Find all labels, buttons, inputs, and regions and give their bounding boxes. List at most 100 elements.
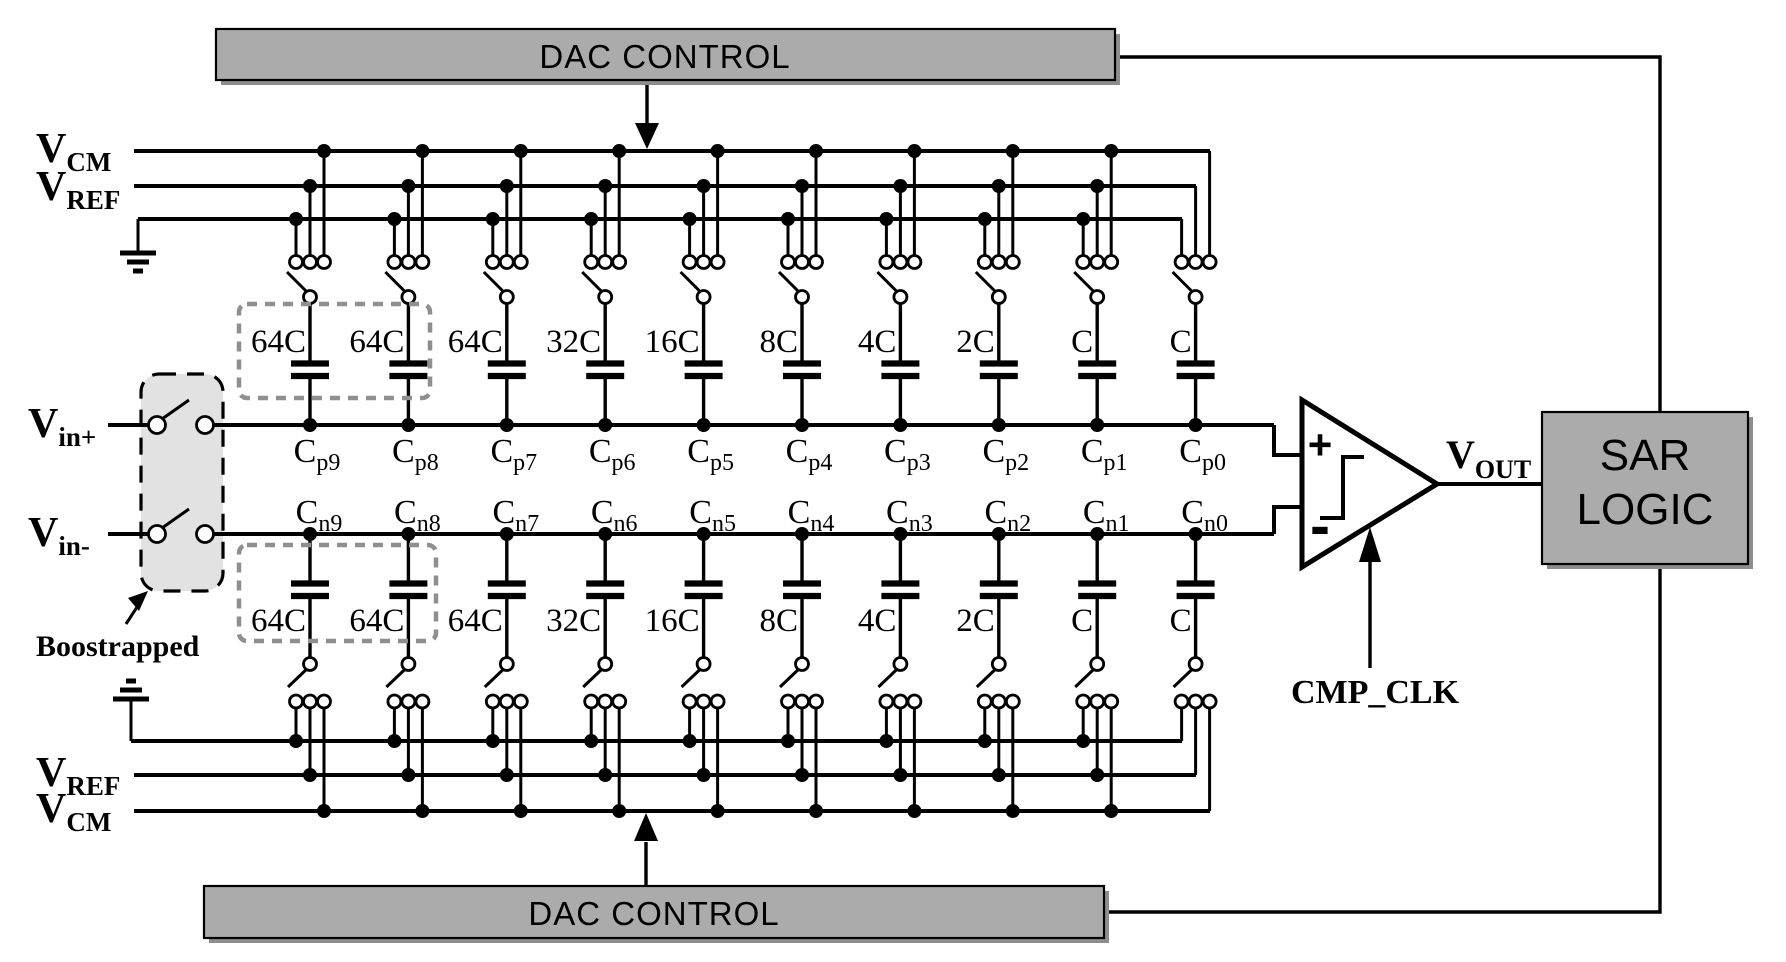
cap-name-p-base: C [786,433,809,470]
junction-dot [415,804,430,818]
cap-value-bottom: 64C [349,603,404,639]
vcm-top-sub: CM [66,147,111,177]
vout-sub: OUT [1475,455,1531,484]
cap-name-n-sub: n1 [1106,511,1130,537]
switch-contact [681,254,698,270]
comparator: + - [1299,395,1442,572]
junction-dot [1090,768,1105,782]
cap-name-p-base: C [982,433,1005,470]
junction-dot [682,212,697,226]
switch-contact [990,656,1007,672]
switch-arm [161,398,190,421]
switch-contact [498,289,515,305]
vref-top-sub: REF [66,185,120,215]
junction-dot [781,212,795,226]
switch-contact [302,289,318,305]
junction-dot [696,179,711,193]
cap-value-bottom: 32C [546,603,601,639]
switch-contact [195,415,215,435]
sar-logic-label-line2: LOGIC [1577,485,1714,534]
cap-name-p: Cp6 [589,433,636,476]
switch-contact [1089,656,1106,672]
vin-pos-jog [1272,425,1300,457]
feedback-wire-top [1115,55,1662,412]
junction-dot [598,179,613,193]
junction-dot [1104,804,1119,818]
cap-name-p: Cp8 [392,433,439,476]
junction-dot [485,212,500,226]
junction-dot [401,418,416,432]
junction-dot [1076,734,1091,748]
cap-name-n: Cn1 [1083,494,1130,537]
cap-value-top: 8C [759,324,798,360]
dac-control-bottom-label: DAC CONTROL [528,895,779,932]
junction-dot [682,734,697,748]
switch-contact [1075,254,1092,270]
cap-name-n-base: C [591,494,614,531]
vout-base: V [1446,432,1475,477]
junction-dot [879,734,894,748]
switch-contact [484,254,501,270]
junction-dot [696,418,711,432]
junction-dot [893,179,908,193]
cap-name-p: Cp0 [1179,433,1226,476]
junction-dot [401,768,416,782]
junction-dot [598,418,613,432]
cap-name-p-base: C [392,433,415,470]
dac-control-top-label: DAC CONTROL [539,38,790,75]
cap-value-bottom: C [1170,603,1192,639]
switch-contact [512,254,529,270]
vref-top-base: V [36,164,66,210]
sar-logic-label-line1: SAR [1600,431,1690,480]
cap-name-p-base: C [1081,433,1104,470]
switch-contact [484,693,501,710]
cap-value-top: C [1071,324,1093,360]
switch-contact [611,254,628,270]
cap-value-top: 32C [546,324,601,360]
cap-name-n-sub: n0 [1204,511,1228,537]
cap-name-n: Cn9 [296,494,343,537]
switch-contact [892,289,909,305]
arrow-up-right-icon [128,591,148,611]
cap-value-bottom: 16C [645,603,700,639]
switch-contact [414,693,431,710]
switch-contact [414,254,431,270]
cap-name-p-base: C [294,433,317,470]
cap-name-p-sub: p2 [1005,450,1029,476]
vin-neg-base: V [28,510,58,556]
junction-dot [795,768,809,782]
junction-dot [795,418,809,432]
switch-contact [583,693,600,710]
junction-dot [317,804,331,818]
junction-dot [893,768,908,782]
cap-name-p: Cp4 [786,433,833,476]
switch-contact [695,693,712,710]
vcm-bottom-base: V [36,786,66,832]
switch-contact [147,415,167,435]
vref-top-label: VREF [36,164,120,215]
switch-contact [400,289,417,305]
cap-name-n: Cn5 [689,494,736,537]
switch-contact [1103,254,1120,270]
cap-name-p-base: C [589,433,612,470]
switch-contact [1004,254,1021,270]
switch-contact [709,693,726,710]
cap-name-p: Cp7 [490,433,537,476]
switch-contact [1173,254,1190,270]
cap-name-n: Cn6 [591,494,638,537]
switch-contact [794,289,810,305]
comparator-minus-input: - [1310,492,1330,559]
switch-contact [597,656,614,672]
switch-contact [498,656,515,672]
junction-dot [781,734,795,748]
cap-name-p-sub: p8 [415,450,439,476]
vref-bottom-label: VREF [36,750,120,801]
capacitor-array: 64CCp9Cn964C64CCp8Cn864C64CCp7Cn764C32CC… [251,144,1228,818]
switch-contact [1089,254,1106,270]
junction-dot [710,804,725,818]
switch-contact [976,693,993,710]
cap-name-p: Cp9 [294,433,341,476]
junction-dot [809,804,823,818]
switch-contact [1201,254,1218,270]
dac-control-top-box [214,27,1117,82]
